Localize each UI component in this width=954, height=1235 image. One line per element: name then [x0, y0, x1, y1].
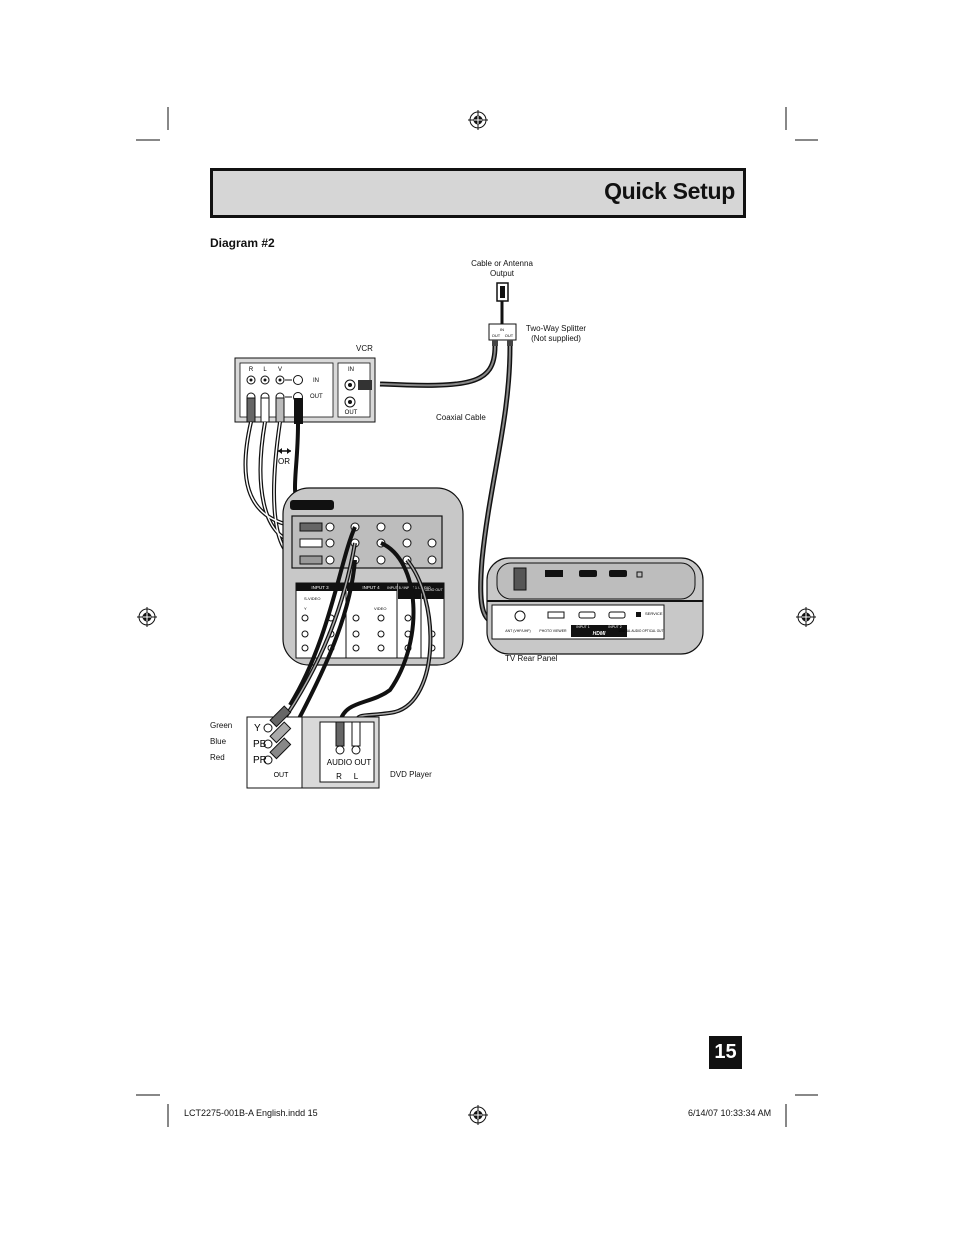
- page-number: 15: [709, 1036, 742, 1069]
- vcr-v-label: V: [278, 367, 282, 373]
- registration-icon: [468, 1105, 488, 1125]
- dvd-l-label: L: [354, 772, 359, 781]
- diagram-title: Diagram #2: [210, 236, 275, 250]
- vcr-r-label: R: [249, 367, 254, 373]
- tv-rear-panel: [486, 557, 704, 655]
- tv-photo-viewer-label: PHOTO VIEWER: [539, 629, 567, 633]
- or-label: OR: [278, 457, 290, 466]
- footer-file: LCT2275-001B-A English.indd 15: [184, 1108, 318, 1118]
- red-label: Red: [210, 753, 225, 762]
- tv-hdmi-input1-label: INPUT 1: [576, 625, 589, 629]
- vcr-in-label: IN: [313, 378, 319, 384]
- header-bar: Quick Setup: [210, 168, 746, 218]
- tv-input5-label: INPUT 5 / INPUT 1 / AUDIO: [387, 586, 431, 590]
- splitter-label: Two-Way Splitter (Not supplied): [525, 324, 587, 343]
- tv-hdmi-logo: HDMI: [593, 631, 606, 637]
- vcr-panel: [234, 357, 376, 423]
- tv-audio-out-label: AUDIO OUT: [423, 588, 443, 592]
- tv-input4-label: INPUT 4: [362, 585, 380, 590]
- tv-rear-panel-label: TV Rear Panel: [505, 654, 558, 663]
- vcr-ant-in-label: IN: [348, 367, 354, 373]
- double-arrow-icon: [278, 448, 291, 454]
- splitter-icon: [488, 323, 517, 346]
- vcr-label: VCR: [356, 344, 373, 353]
- cable-output-label: Cable or Antenna Output: [471, 259, 533, 278]
- tv-video-label: VIDEO: [374, 606, 386, 611]
- vcr-ant-out-label: OUT: [345, 410, 358, 416]
- dvd-out-label: OUT: [274, 772, 290, 779]
- registration-icon: [137, 607, 157, 627]
- vcr-out-label: OUT: [310, 394, 323, 400]
- registration-icon: [796, 607, 816, 627]
- dvd-pr-label: PR: [253, 755, 267, 766]
- dvd-player-label: DVD Player: [390, 770, 432, 779]
- registration-icon: [468, 110, 488, 130]
- vcr-l-label: L: [263, 367, 267, 373]
- splitter-out-1: OUT: [492, 333, 501, 338]
- tv-svideo-label: S-VIDEO: [304, 596, 320, 601]
- coaxial-cable-label: Coaxial Cable: [436, 413, 486, 422]
- tv-input3-label: INPUT 3: [311, 585, 329, 590]
- tv-ant-label: ANT (VHF/UHF): [505, 629, 530, 633]
- tv-digital-audio-label: DIGITAL AUDIO OPTICAL OUT: [619, 629, 664, 633]
- splitter-out-2: OUT: [505, 333, 514, 338]
- green-label: Green: [210, 721, 233, 730]
- footer-timestamp: 6/14/07 10:33:34 AM: [688, 1108, 772, 1118]
- tv-hdmi-input2-label: INPUT 2: [608, 625, 621, 629]
- dvd-player-panel: [246, 705, 380, 789]
- tv-side-panel: [282, 487, 464, 666]
- antenna-plug-icon: [496, 282, 509, 325]
- dvd-audio-out-label: AUDIO OUT: [327, 758, 372, 767]
- tv-y-label: Y: [304, 606, 307, 611]
- blue-label: Blue: [210, 737, 227, 746]
- tv-service-label: SERVICE: [645, 611, 663, 616]
- dvd-y-label: Y: [254, 723, 261, 734]
- splitter-in: IN: [500, 327, 504, 332]
- dvd-r-label: R: [336, 772, 342, 781]
- page-title: Quick Setup: [604, 178, 735, 204]
- dvd-pb-label: PB: [253, 739, 267, 750]
